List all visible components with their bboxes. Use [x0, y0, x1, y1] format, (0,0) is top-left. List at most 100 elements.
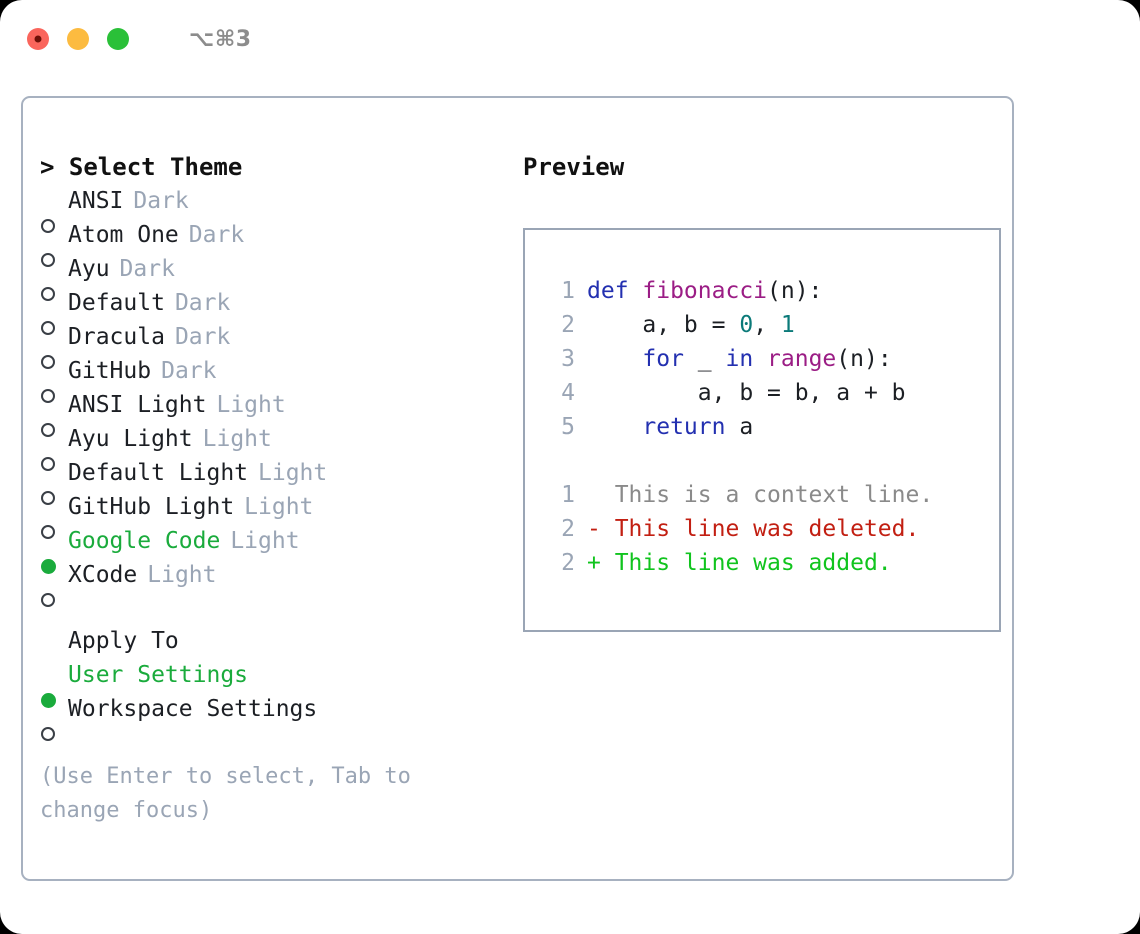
code-token-punc: (n):: [836, 346, 892, 372]
code-token-num: 1: [780, 312, 795, 338]
code-token-fn: fibonacci: [642, 278, 768, 304]
apply-to-option-label: Workspace Settings: [68, 696, 318, 722]
code-token-txt: a, b =: [587, 312, 740, 338]
code-token-txt: [587, 414, 642, 440]
code-token-txt: _: [683, 346, 726, 372]
theme-variant-badge: Light: [244, 494, 314, 520]
diff-line-add: 2 + This line was added.: [541, 546, 999, 580]
line-number: 1: [561, 278, 575, 304]
radio-glyph: [41, 423, 55, 437]
theme-option-ansi-light[interactable]: ANSI Light Light: [40, 388, 505, 437]
theme-option-label: Atom One: [68, 222, 179, 248]
radio-glyph: [41, 321, 55, 335]
window-title-bar: ⌥⌘3: [0, 0, 1140, 78]
line-number: 2: [561, 516, 575, 542]
select-theme-heading: > Select Theme: [40, 153, 243, 181]
code-token-kw: for: [642, 346, 684, 372]
theme-variant-badge: Dark: [161, 358, 217, 384]
line-number: 2: [561, 312, 575, 338]
code-line: 4 a, b = b, a + b: [541, 376, 999, 410]
code-token-fn: range: [767, 346, 837, 372]
theme-option-label: GitHub Light: [68, 494, 235, 520]
theme-option-label: XCode: [68, 562, 138, 588]
theme-variant-badge: Light: [216, 392, 286, 418]
radio-glyph: [41, 457, 55, 471]
diff-line-del: 2 - This line was deleted.: [541, 512, 999, 546]
radio-glyph: [41, 559, 56, 574]
theme-option-label: Dracula: [68, 324, 165, 350]
theme-option-label: Default Light: [68, 460, 249, 486]
minimize-button[interactable]: [67, 28, 89, 50]
theme-option-atom-one[interactable]: Atom One Dark: [40, 218, 505, 267]
radio-glyph: [41, 693, 56, 708]
theme-variant-badge: Light: [230, 528, 300, 554]
close-button[interactable]: [27, 28, 49, 50]
code-line: 2 a, b = 0, 1: [541, 308, 999, 342]
apply-to-option-label: User Settings: [68, 662, 249, 688]
theme-option-label: ANSI Light: [68, 392, 207, 418]
theme-option-label: Ayu: [68, 256, 110, 282]
preview-heading: Preview: [523, 153, 625, 181]
diff-line-content: - This line was deleted.: [587, 516, 920, 542]
radio-glyph: [41, 525, 55, 539]
keyboard-shortcut-label: ⌥⌘3: [189, 26, 252, 52]
apply-to-option-workspace-settings[interactable]: Workspace Settings: [40, 692, 505, 741]
diff-sample: 1 This is a context line. 2 - This line wa…: [541, 478, 999, 580]
radio-glyph: [41, 389, 55, 403]
code-token-kw: def: [587, 278, 643, 304]
code-token-txt: [753, 346, 767, 372]
radio-glyph: [41, 253, 55, 267]
theme-option-github-light[interactable]: GitHub Light Light: [40, 490, 505, 539]
theme-option-label: Google Code: [68, 528, 221, 554]
code-line: 5 return a: [541, 410, 999, 444]
code-token-txt: a: [725, 414, 754, 440]
code-line-content: a, b = 0, 1: [587, 308, 795, 342]
radio-glyph: [41, 491, 55, 505]
code-token-kw: in: [725, 346, 754, 372]
code-token-num: 0: [739, 312, 754, 338]
theme-option-default-light[interactable]: Default Light Light: [40, 456, 505, 505]
code-line: 1 def fibonacci(n):: [541, 274, 999, 308]
theme-variant-badge: Light: [258, 460, 328, 486]
code-line-content: a, b = b, a + b: [587, 376, 906, 410]
theme-variant-badge: Dark: [188, 222, 245, 248]
line-number: 3: [561, 346, 575, 372]
apply-to-option-user-settings[interactable]: User Settings: [40, 658, 505, 708]
theme-variant-badge: Dark: [133, 188, 189, 214]
theme-option-google-code[interactable]: Google Code Light: [40, 524, 505, 574]
code-token-txt: a, b = b, a + b: [587, 380, 906, 406]
theme-variant-badge: Light: [202, 426, 272, 452]
code-token-kw: return: [642, 414, 726, 440]
radio-glyph: [41, 727, 55, 741]
line-number: 2: [561, 550, 575, 576]
diff-line-ctx: 1 This is a context line.: [541, 478, 999, 512]
preview-spacer: [541, 444, 999, 478]
code-token-txt: ,: [753, 312, 781, 338]
radio-glyph: [41, 219, 55, 233]
diff-line-content: + This line was added.: [587, 550, 892, 576]
apply-to-heading: Apply To: [68, 628, 179, 654]
maximize-button[interactable]: [107, 28, 129, 50]
keyboard-hint-text: (Use Enter to select, Tab to change focu…: [40, 764, 425, 823]
line-number: 5: [561, 414, 575, 440]
code-token-txt: [587, 346, 642, 372]
code-line-content: return a: [587, 410, 753, 444]
diff-line-content: This is a context line.: [587, 482, 934, 508]
theme-option-xcode[interactable]: XCode Light: [40, 558, 505, 607]
theme-variant-badge: Light: [147, 562, 217, 588]
code-line-content: def fibonacci(n):: [587, 274, 822, 308]
theme-option-label: Default: [68, 290, 165, 316]
